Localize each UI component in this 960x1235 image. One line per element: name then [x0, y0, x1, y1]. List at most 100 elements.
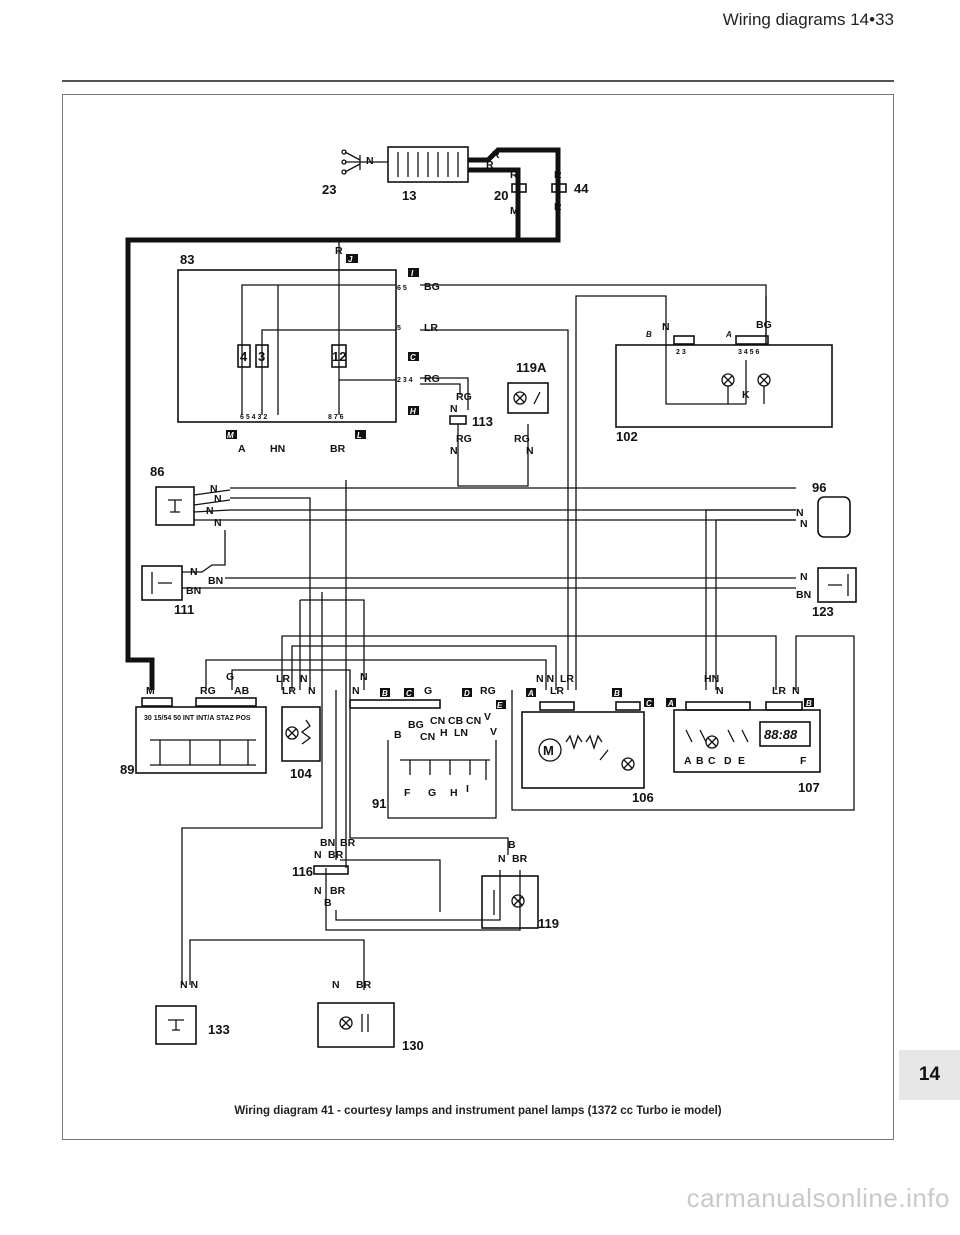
clock-display: 88:88	[764, 727, 798, 742]
fuse-4: 4	[240, 349, 248, 364]
label-123: 123	[812, 604, 834, 619]
wire-n-86c: N	[206, 505, 214, 517]
switch-123: 123 N BN	[796, 567, 857, 619]
wire-g-89: G	[226, 671, 234, 683]
wire-b-91: B	[394, 729, 402, 741]
switch-102: 102 B A N BG 2 3 3 4 5 6 K	[575, 295, 833, 690]
letter-g-91: G	[428, 787, 436, 799]
tag-b-91: B	[382, 689, 388, 698]
tag-m: M	[227, 431, 234, 440]
label-119: 119	[538, 916, 559, 931]
tag-c-91: C	[406, 689, 412, 698]
motor-symbol: M	[543, 743, 554, 758]
wire-r-1: R	[492, 149, 500, 161]
switch-clock-107: A B HN N LR N 88:88 A B C D E F 107	[666, 673, 821, 795]
wire-br: BR	[330, 443, 346, 455]
wire-r-83: R	[335, 245, 343, 257]
pins-102-a: 3 4 5 6	[738, 349, 760, 356]
wire-r-2: R	[486, 159, 494, 171]
wire-n-119a: N	[526, 445, 534, 457]
diagram-caption: Wiring diagram 41 - courtesy lamps and i…	[234, 1105, 722, 1117]
wire-r-4: R	[554, 169, 562, 181]
pins-m: 6 5 4 3 2	[240, 414, 267, 421]
wire-n-96a: N	[796, 507, 804, 519]
label-23: 23	[322, 182, 336, 197]
label-119a: 119A	[516, 360, 547, 375]
tag-d-91: D	[464, 689, 470, 698]
wire-n-86a: N	[210, 483, 218, 495]
label-96: 96	[812, 480, 826, 495]
label-113: 113	[472, 414, 493, 429]
ground-23: 23 N	[322, 149, 388, 197]
label-102: 102	[616, 429, 638, 444]
tag-l: L	[357, 431, 362, 440]
wires-96	[705, 509, 796, 690]
chapter-tab: 14	[899, 1050, 960, 1100]
connector-113: RG N 113 RG N	[449, 391, 529, 487]
connector-116: BN BR N BR 116 N BR B	[292, 837, 356, 909]
letter-a-107: A	[684, 755, 692, 767]
wire-rg-113a: RG	[456, 391, 472, 403]
letter-b-107: B	[696, 755, 704, 767]
label-83: 83	[180, 252, 194, 267]
fuse-20: 20	[494, 183, 527, 203]
label-130: 130	[402, 1038, 424, 1053]
wire-lr-83: LR	[424, 322, 438, 334]
wire-n-86d: N	[214, 517, 222, 529]
label-13: 13	[402, 188, 416, 203]
wire-n-104b: N	[308, 685, 316, 697]
tag-h: H	[410, 407, 416, 416]
motor-106: A B C N N LR LR M 106	[521, 673, 654, 805]
wire-b-119: B	[508, 839, 516, 851]
label-k: K	[742, 389, 750, 401]
wire-n-91a: N	[352, 685, 360, 697]
switch-111: 111 N BN BN	[141, 565, 223, 617]
wire-hn: HN	[270, 443, 285, 455]
wire-br-116b: BR	[328, 849, 344, 861]
lower-wires	[181, 480, 521, 990]
bus-wires	[205, 592, 777, 690]
tag-a-106: A	[527, 689, 534, 698]
wire-br-116c: BR	[330, 885, 346, 897]
wire-br-119: BR	[512, 853, 528, 865]
wire-rg-119a: RG	[514, 433, 530, 445]
wire-rg-89: RG	[200, 685, 216, 697]
wire-n-102: N	[662, 321, 670, 333]
pins-c1: 5	[397, 325, 401, 332]
pins-h: 2 3 4	[397, 377, 413, 384]
wire-n-130: N	[332, 979, 340, 991]
wire-v-91b: V	[490, 726, 497, 738]
wire-lr-106b: LR	[550, 685, 564, 697]
fuse-44: 44	[551, 181, 589, 196]
wire-cn-91c: CN	[420, 731, 435, 743]
wire-n-107b: N	[792, 685, 800, 697]
wire-n-116a: N	[314, 849, 322, 861]
wire-lr-out	[420, 329, 569, 690]
loop-wire	[511, 635, 855, 811]
label-116: 116	[292, 864, 313, 879]
wire-n-113a: N	[450, 403, 458, 415]
battery-feed-wire	[125, 147, 561, 690]
letter-d-107: D	[724, 755, 732, 767]
wire-bn-111b: BN	[208, 575, 223, 587]
wire-n-104a: N	[300, 673, 308, 685]
label-44: 44	[574, 181, 589, 196]
wire-n-123: N	[800, 571, 808, 583]
letter-f-91: F	[404, 787, 411, 799]
pins-i: 6 5	[397, 285, 407, 292]
letter-e-107: E	[738, 755, 745, 767]
tag-c-106: C	[646, 699, 652, 708]
tag-j: J	[348, 255, 353, 264]
label-111: 111	[174, 602, 194, 617]
wire-br-130: BR	[356, 979, 372, 991]
watermark: carmanualsonline.info	[686, 1183, 950, 1213]
wire-bg-83: BG	[424, 281, 440, 293]
ignition-switch-89: 89 30 15/54 50 INT INT/A STAZ POS M RG G…	[120, 671, 267, 777]
wire-r-3: R	[510, 169, 518, 181]
wire-ln-91: LN	[454, 727, 468, 739]
tag-b-102: B	[646, 330, 652, 339]
wire-bg-out	[420, 284, 767, 345]
battery-13: 13	[387, 146, 469, 203]
wire-n-113b: N	[450, 445, 458, 457]
